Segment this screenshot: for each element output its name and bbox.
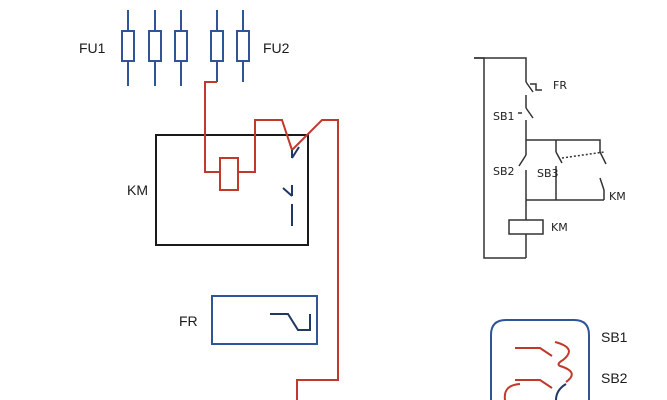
- km-auxiliary-contacts: [282, 146, 300, 226]
- fr-relay-box: [211, 295, 318, 345]
- schematic-sb1-label: SB1: [493, 110, 515, 123]
- km-contactor-box: [155, 134, 309, 246]
- button-panel: [490, 319, 590, 400]
- fuse-group-fu2: [210, 10, 250, 82]
- schematic-km-contact-label: KM: [609, 190, 626, 203]
- control-schematic: [474, 57, 607, 259]
- button-sb1-label: SB1: [601, 329, 628, 345]
- schematic-sb2-label: SB2: [493, 165, 515, 178]
- fu1-label: FU1: [79, 40, 106, 56]
- fuse-group-fu1: [121, 10, 188, 86]
- fu2-label: FU2: [263, 40, 290, 56]
- km-coil: [219, 157, 239, 191]
- schematic-fr-label: FR: [553, 79, 567, 92]
- schematic-sb3-label: SB3: [537, 167, 559, 180]
- km-box-label: KM: [127, 182, 148, 198]
- red-wiring: [204, 81, 339, 400]
- fr-relay-symbol: [270, 313, 311, 331]
- schematic-km-coil-label: KM: [551, 221, 568, 234]
- button-sb2-label: SB2: [601, 370, 628, 386]
- fr-box-label: FR: [179, 313, 198, 329]
